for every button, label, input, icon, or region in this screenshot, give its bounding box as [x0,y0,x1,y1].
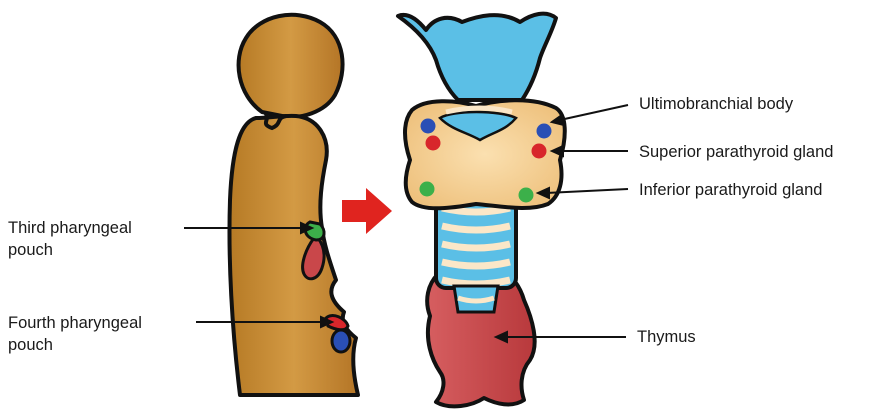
superior-parathyroid-left [426,136,441,151]
ultimobranchial-body-left [421,119,436,134]
label-superior-parathyroid-gland: Superior parathyroid gland [639,141,833,163]
inferior-parathyroid-right [519,188,534,203]
label-inferior-parathyroid-gland: Inferior parathyroid gland [639,179,822,201]
inferior-parathyroid-left [420,182,435,197]
label-thymus: Thymus [637,326,696,348]
embryo-head [239,15,343,117]
embryo-pharynx [229,15,358,395]
larynx [398,14,556,100]
label-third-pharyngeal-pouch: Third pharyngeal pouch [8,217,132,261]
label-ultimobranchial-body: Ultimobranchial body [639,93,793,115]
transition-arrow [342,188,392,234]
neck-structures [398,14,565,407]
superior-parathyroid-right [532,144,547,159]
leader-ultimobranchial [560,105,628,120]
label-fourth-line-1: Fourth pharyngeal [8,312,142,334]
label-third-line-1: Third pharyngeal [8,217,132,239]
ultimobranchial-body-right [537,124,552,139]
label-third-line-2: pouch [8,239,132,261]
label-fourth-line-2: pouch [8,334,142,356]
label-fourth-pharyngeal-pouch: Fourth pharyngeal pouch [8,312,142,356]
